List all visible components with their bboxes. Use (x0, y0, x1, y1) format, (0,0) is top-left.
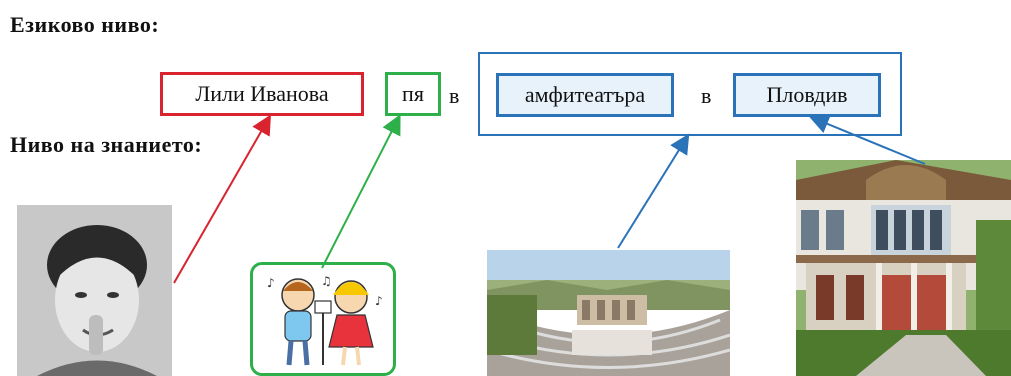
amphitheatre-image (487, 250, 730, 376)
verb-arrow (321, 114, 401, 269)
plovdiv-house-photo-icon (796, 160, 1011, 376)
city-label: Пловдив (766, 82, 848, 107)
plovdiv-house-image (796, 160, 1011, 376)
portrait-image (17, 205, 172, 376)
city-box: Пловдив (733, 73, 881, 117)
knowledge-level-heading: Ниво на знанието: (10, 132, 203, 157)
amphitheatre-photo-icon (487, 250, 730, 376)
amphitheatre-label: амфитеатъра (524, 82, 646, 107)
svg-text:♫: ♫ (321, 274, 332, 288)
amphitheatre-arrow (617, 133, 690, 249)
woman-portrait-icon (17, 205, 172, 376)
preposition-1: в (449, 83, 460, 108)
preposition-2: в (701, 83, 712, 108)
svg-text:♪: ♪ (375, 294, 383, 308)
verb-label: пя (402, 81, 424, 106)
amphitheatre-box: амфитеатъра (496, 73, 674, 117)
singing-children-icon: ♪ ♫ ♪ (267, 274, 383, 366)
verb-box: пя (385, 72, 441, 116)
language-level-heading: Езиково ниво: (10, 12, 160, 37)
svg-text:♪: ♪ (267, 276, 275, 290)
subject-label: Лили Иванова (195, 81, 329, 106)
subject-box: Лили Иванова (160, 72, 364, 116)
children-image: ♪ ♫ ♪ (250, 262, 396, 376)
